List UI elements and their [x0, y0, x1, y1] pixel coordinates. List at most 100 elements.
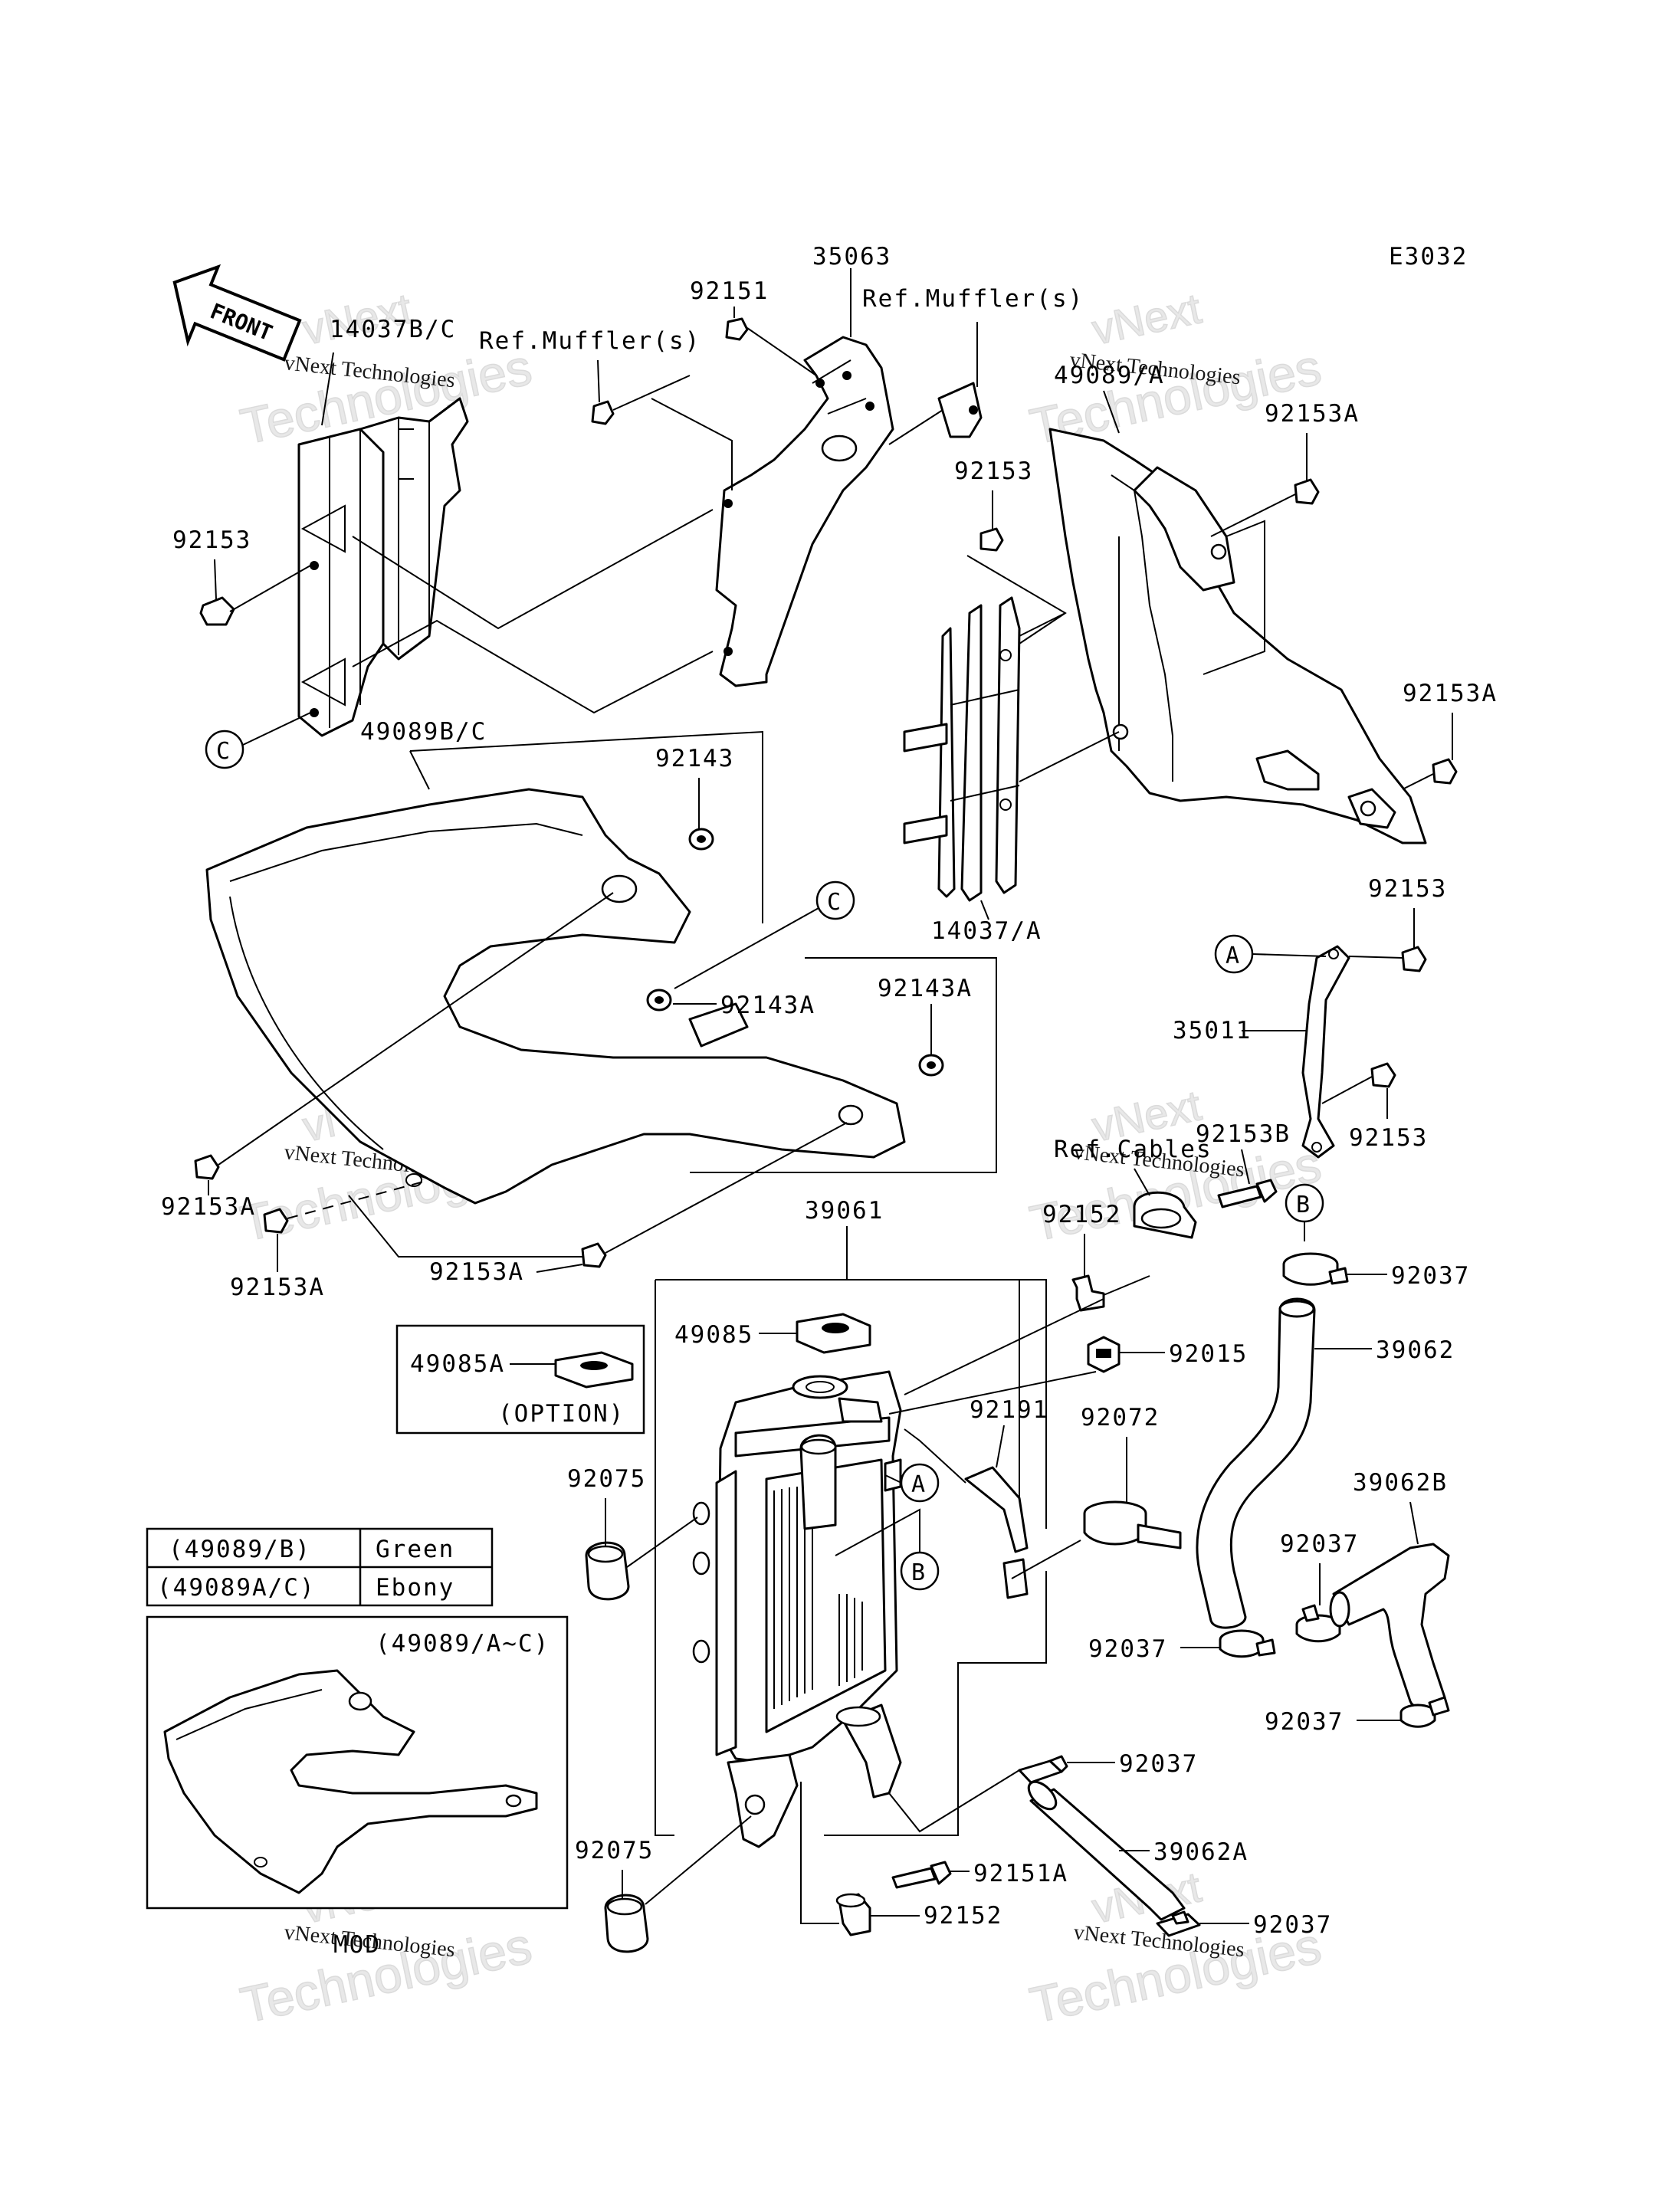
leader-guard-bracket-upper [352, 509, 714, 630]
leader-92152-cap [904, 1298, 1104, 1395]
svg-text:C: C [827, 889, 841, 916]
bolt-92151a [891, 1861, 970, 1889]
radiator-39061 [692, 1370, 902, 1848]
nut-92015 [1087, 1336, 1165, 1373]
label-92153b: 92153B [1196, 1120, 1291, 1148]
label-92143a-2: 92143A [878, 975, 973, 1002]
option-box-note: (OPTION) [498, 1400, 625, 1428]
label-92151: 92151 [690, 277, 769, 305]
band-92072 [1083, 1437, 1182, 1549]
color-table-code-2: (49089A/C) [157, 1574, 316, 1602]
ref-muffler-right: Ref.Muffler(s) [862, 285, 1084, 313]
label-92072: 92072 [1081, 1404, 1160, 1431]
leader-guard-bracket-lower [352, 619, 714, 714]
label-92037-top: 92037 [1391, 1262, 1470, 1290]
label-39062a: 39062A [1153, 1838, 1249, 1866]
leader-14037bc [321, 352, 334, 426]
frame-49089bc-top [409, 730, 763, 923]
clamp-92037-top [1282, 1252, 1387, 1286]
color-table-code-1: (49089/B) [169, 1536, 311, 1563]
front-arrow-icon: FRONT [172, 264, 302, 362]
mod-box-caption: (49089/A~C) [376, 1630, 550, 1658]
label-35063: 35063 [812, 243, 891, 271]
option-box: 49085A (OPTION) [395, 1324, 645, 1435]
bolt-92153-center [979, 490, 1004, 552]
label-92153a-left-2: 92153A [230, 1274, 325, 1301]
frame-92143a [690, 957, 997, 1173]
leader-bracket-muffler [651, 398, 733, 490]
frame-49089bc-bottom [348, 1195, 598, 1258]
leader-92152-lower [800, 1782, 839, 1924]
svg-text:A: A [911, 1471, 925, 1498]
svg-text:B: B [1296, 1192, 1310, 1218]
bolt-92153-stay-bottom [1321, 1062, 1396, 1119]
color-table-color-1: Green [376, 1536, 454, 1563]
clamp-92037-hose-top [1018, 1755, 1115, 1784]
leader-14037a [980, 900, 989, 920]
frame-39061-left [655, 1280, 674, 1836]
leader-49089a [1103, 390, 1120, 434]
label-39062b: 39062B [1353, 1469, 1448, 1497]
label-92037-center: 92037 [1280, 1530, 1359, 1558]
label-92152-upper: 92152 [1042, 1201, 1121, 1228]
bolt-92151 [725, 307, 817, 376]
label-92153-stay-top: 92153 [1368, 875, 1447, 903]
callout-b-radiator: B [835, 1508, 940, 1591]
label-14037a: 14037/A [931, 917, 1042, 945]
label-92037-right: 92037 [1265, 1708, 1344, 1736]
label-92075-lower: 92075 [575, 1837, 654, 1864]
ref-muffler-left: Ref.Muffler(s) [479, 327, 701, 355]
leader-92191-clamp [1011, 1540, 1081, 1579]
hose-92191 [964, 1425, 1029, 1599]
grommet-92143a-1 [646, 989, 717, 1012]
bolt-92153b [1217, 1149, 1278, 1208]
bolt-92153-stay-top [1348, 908, 1427, 972]
frame-39061-bottom [824, 1571, 1047, 1836]
bolt-92153-left [199, 559, 311, 626]
label-92191: 92191 [970, 1396, 1048, 1424]
label-92153-stay-bottom: 92153 [1349, 1124, 1428, 1152]
shroud-49089bc [205, 788, 906, 1205]
callout-a-stay: A [1214, 934, 1327, 974]
svg-text:vNext: vNext [1088, 284, 1206, 353]
leader-92037-rad-outlet [888, 1769, 1020, 1833]
callout-c-top: C [205, 712, 311, 769]
svg-text:B: B [911, 1559, 925, 1586]
watermark-bottom-right: vNext Technologies vNext Technologies [1025, 1862, 1327, 2035]
label-49089a: 49089/A [1054, 362, 1165, 389]
frame-39061-top [655, 1279, 1047, 1529]
label-92143: 92143 [655, 745, 734, 772]
clamp-92037-left [1180, 1629, 1276, 1658]
hose-39062 [1196, 1297, 1372, 1629]
clamp-92037-center [1295, 1563, 1341, 1643]
shroud-49089a [1048, 428, 1427, 844]
grommet-92143a-2 [918, 1004, 944, 1077]
label-39062: 39062 [1376, 1336, 1455, 1364]
bolt-92153a-mid-right [1402, 713, 1458, 790]
option-box-part: 49085A [410, 1350, 505, 1378]
cable-clamp [1133, 1191, 1197, 1239]
grommet-92075-lower [604, 1815, 752, 1953]
radiator-guard-left [297, 397, 469, 737]
label-49085: 49085 [674, 1321, 753, 1349]
label-92152-lower: 92152 [924, 1902, 1002, 1930]
radiator-bracket-35063 [715, 336, 983, 687]
seal-49085 [759, 1313, 871, 1354]
label-92037-hose-top: 92037 [1119, 1750, 1198, 1778]
grommet-92143 [688, 778, 714, 851]
svg-text:C: C [216, 738, 230, 765]
leader-ref-cables [1134, 1168, 1150, 1196]
collar-92152-upper [1071, 1234, 1150, 1312]
color-table: (49089/B) Green (49089A/C) Ebony [146, 1527, 494, 1607]
color-table-color-2: Ebony [376, 1574, 454, 1602]
label-92153a-left-1: 92153A [161, 1193, 256, 1221]
collar-92152-lower [835, 1893, 920, 1936]
leader-shroud-bracket [1203, 520, 1265, 675]
callout-c-mid: C [674, 880, 855, 989]
label-92153-center: 92153 [954, 457, 1033, 485]
hose-39062a [1027, 1780, 1186, 1921]
label-92037-bottom: 92037 [1253, 1911, 1332, 1939]
leader-49089bc [409, 750, 430, 790]
bolt-92153a-left-1 [194, 892, 614, 1195]
